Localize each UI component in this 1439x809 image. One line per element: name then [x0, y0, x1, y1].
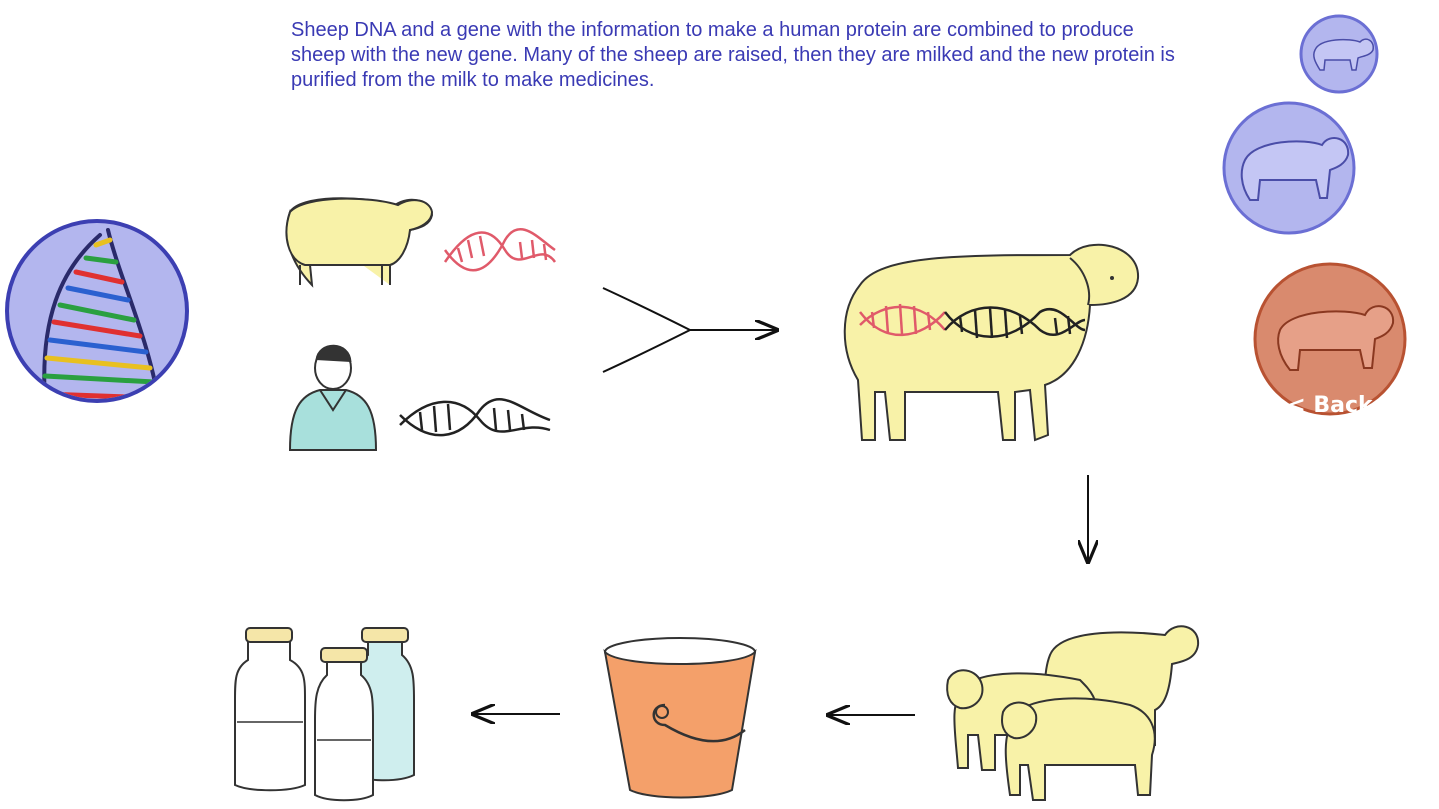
nav-step-1-button[interactable] [1301, 16, 1377, 92]
sheep-illustration [286, 198, 432, 285]
back-button[interactable]: < Back [1255, 264, 1405, 418]
human-illustration [290, 345, 376, 450]
dna-helix-icon [7, 221, 187, 410]
sheep-gene-dna-icon [445, 229, 555, 270]
back-button-label[interactable]: < Back [1287, 393, 1374, 418]
human-gene-dna-icon [400, 399, 550, 435]
sheep-flock-illustration [947, 626, 1198, 800]
combine-arrow [603, 288, 775, 372]
nav-step-2-button[interactable] [1224, 103, 1354, 233]
transgenic-sheep-illustration [845, 245, 1138, 440]
medicine-bottles-illustration [235, 628, 414, 800]
milk-bucket-illustration [605, 638, 755, 798]
